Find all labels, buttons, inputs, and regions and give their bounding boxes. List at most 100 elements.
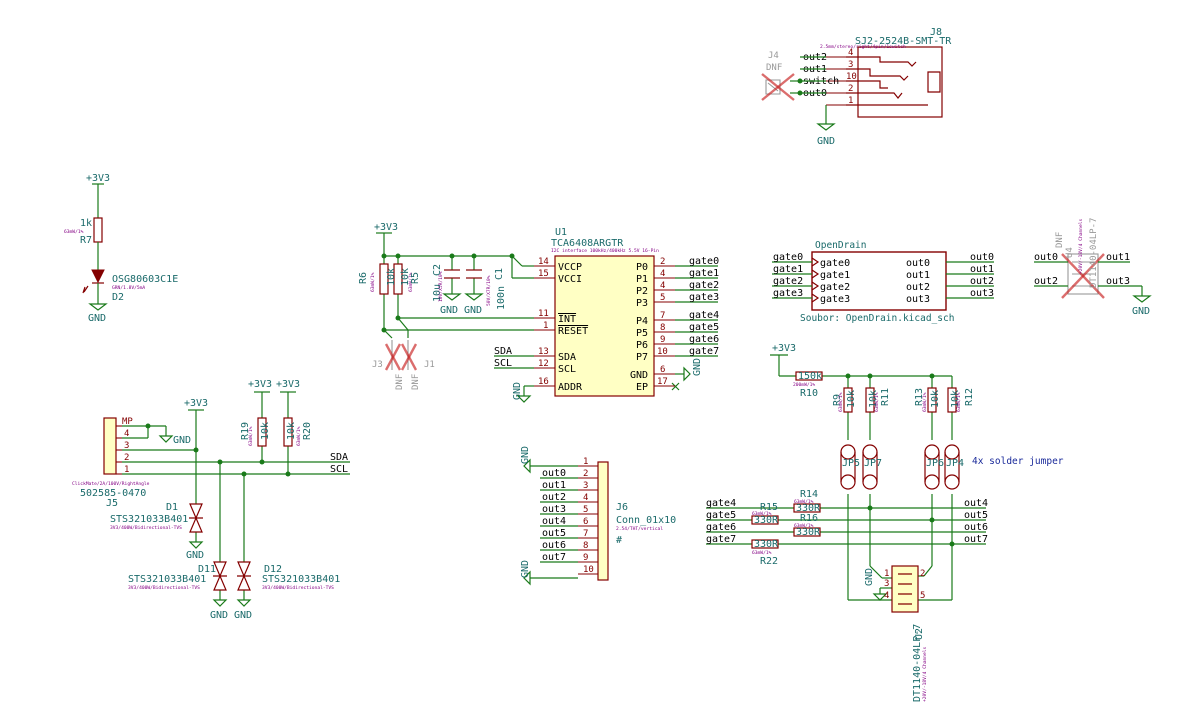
u1-pin-p5: P5 (636, 328, 648, 339)
j5-value: 502585-0470 (80, 488, 146, 499)
net-out5: out5 (964, 510, 988, 521)
c1-desc: 50V/X7R/10% (486, 275, 492, 306)
j6-pin-number: 4 (583, 493, 588, 503)
d12-gnd-label: GND (234, 610, 252, 621)
j1-value: DNF (411, 374, 421, 390)
sheet-out-out1: out1 (906, 270, 930, 281)
r13-resistor[interactable] (927, 387, 937, 413)
u1-net-gate5: gate5 (689, 322, 719, 333)
j6-ref: J6 (616, 502, 628, 513)
sheet-net-out2: out2 (970, 276, 994, 287)
u1-pin-reset: RESET (558, 326, 588, 337)
j6-output-header[interactable]: J6 Conn_01x10 2.54/THT/vertical # (597, 461, 676, 581)
r14-ref: R14 (800, 489, 818, 500)
r19-resistor[interactable] (257, 417, 267, 447)
r22-desc: 63mW/1% (752, 550, 772, 556)
d2-desc: GRN/1.8V/5mA (112, 285, 145, 291)
u1-net-gate1: gate1 (689, 268, 719, 279)
r13-value: 10k (930, 390, 941, 408)
u1-pin-p6: P6 (636, 340, 648, 351)
net-gate6: gate6 (706, 522, 736, 533)
d11-value: STS321033B401 (128, 574, 206, 585)
u1-pin-1: 1 (543, 321, 548, 331)
r10-resistor[interactable] (795, 371, 823, 381)
sheet-in-gate3: gate3 (820, 294, 850, 305)
u2-pin-3: 3 (884, 579, 889, 589)
j8-wiring: GND (790, 56, 836, 147)
sheet-out-out3: out3 (906, 294, 930, 305)
u1-net-gate2: gate2 (689, 280, 719, 291)
d12-value: STS321033B401 (262, 574, 340, 585)
j6-wiring: GND GND (520, 446, 578, 586)
r14-value: 330R (796, 503, 821, 514)
r16-resistor[interactable] (793, 527, 821, 537)
d2-led[interactable] (91, 269, 105, 284)
j8-audio-jack[interactable]: J8 SJ2-2524B-SMT-TR 2.5mm/stereo/right/4… (803, 27, 952, 118)
u1-pin-gnd: GND (630, 370, 648, 381)
u1-io-expander[interactable]: U1 TCA6408ARGTR I2C interface 100kHz/400… (534, 227, 719, 397)
r10-power-label: +3V3 (772, 343, 796, 354)
u2-pin-4: 4 (884, 591, 889, 601)
sheet-net-out1: out1 (970, 264, 994, 275)
j8-pin-1: 1 (848, 96, 853, 106)
sheet-net-gate2: gate2 (773, 276, 803, 287)
r11-resistor[interactable] (865, 387, 875, 413)
j6-pin-number: 5 (583, 505, 588, 515)
j4-jumper[interactable]: J4 DNF (761, 51, 795, 101)
r20-power-label: +3V3 (276, 379, 300, 390)
addr-gnd-label: GND (512, 382, 523, 400)
lower-driver-wiring: +3V3 (706, 343, 988, 601)
solder-jumpers[interactable]: JP5 JP7 JP6 JP4 4x solder jumper (840, 444, 1064, 490)
u1-passives[interactable]: 10k 10k 63mW/1% 63mW/1% R6 R5 10u 10V/X5… (358, 263, 507, 310)
r5-desc: 63mW/1% (408, 272, 414, 292)
j6-gnd-top: GND (520, 446, 531, 464)
r12-resistor[interactable] (947, 387, 957, 413)
u1-pin-5: 5 (660, 293, 665, 303)
net-out7: out7 (964, 534, 988, 545)
u4-net-out2: out2 (1034, 276, 1058, 287)
r6-ref: R6 (358, 272, 369, 284)
r7-ref: R7 (80, 235, 92, 246)
r22-resistor[interactable] (751, 539, 779, 549)
u2-tvs-array[interactable]: 1 2 3 4 5 U2 DT1140-04LP-7 +20V/-18V/4 C… (884, 565, 928, 702)
r11-desc: 63mW/1% (874, 392, 880, 412)
u1-pin-2: 2 (660, 257, 665, 267)
d1-value: STS321033B401 (110, 514, 188, 525)
r20-ref: R20 (302, 422, 313, 440)
r7-resistor[interactable] (93, 217, 103, 243)
r9-resistor[interactable] (843, 387, 853, 413)
u2-value: DT1140-04LP-7 (912, 624, 923, 702)
d1-desc: 3V3/400W/Bidirectional-TVS (110, 525, 182, 531)
u1-pin-scl: SCL (558, 364, 576, 375)
r16-ref: R16 (800, 513, 818, 524)
sheet-out-out2: out2 (906, 282, 930, 293)
tvs-diodes[interactable]: D1 STS321033B401 3V3/400W/Bidirectional-… (110, 502, 340, 591)
r20-resistor[interactable] (283, 417, 293, 447)
j5-connector[interactable]: MP 4 3 2 1 ClickMate/2A/100V/RightAngle … (72, 417, 150, 509)
r6-resistor[interactable] (379, 263, 389, 295)
j6-pin-number: 9 (583, 553, 588, 563)
d2-ref: D2 (112, 292, 124, 303)
u1-pin-14: 14 (538, 257, 549, 267)
r13-desc: 63mW/1% (922, 392, 928, 412)
j8-pin-10: 10 (846, 72, 857, 82)
r5-resistor[interactable] (393, 263, 403, 295)
lower-driver-resistors[interactable]: 150k 200mW/1% R10 10k 10k 10k 10k R9 R11… (751, 371, 975, 567)
r15-resistor[interactable] (751, 515, 779, 525)
j6-net-label: out1 (542, 480, 566, 491)
j8-value: SJ2-2524B-SMT-TR (855, 36, 952, 47)
r7-desc: 63mW/1% (64, 229, 84, 235)
r14-resistor[interactable] (793, 503, 821, 513)
u1-pin-4b: 4 (660, 281, 665, 291)
j3-j1-jumpers[interactable]: J3 J1 DNF DNF (372, 340, 435, 390)
d12-ref: D12 (264, 564, 282, 575)
u1-pin-p3: P3 (636, 298, 648, 309)
u1-pin-10: 10 (657, 347, 668, 357)
opendrain-sheet[interactable]: OpenDrain Soubor: OpenDrain.kicad_sch ga… (772, 240, 994, 324)
jp4-ref: JP4 (946, 458, 964, 469)
u4-tvs-array[interactable]: GND out0 out2 out1 out3 DNF U4 DT1140-04… (1034, 218, 1152, 317)
i2c-pullups[interactable]: 10k 10k 63mW/1% 63mW/1% R19 R20 (240, 417, 313, 447)
j6-net-label: out2 (542, 492, 566, 503)
d2-gnd-label: GND (88, 313, 106, 324)
u4-value: DT1140-04LP-7 (1089, 218, 1099, 288)
